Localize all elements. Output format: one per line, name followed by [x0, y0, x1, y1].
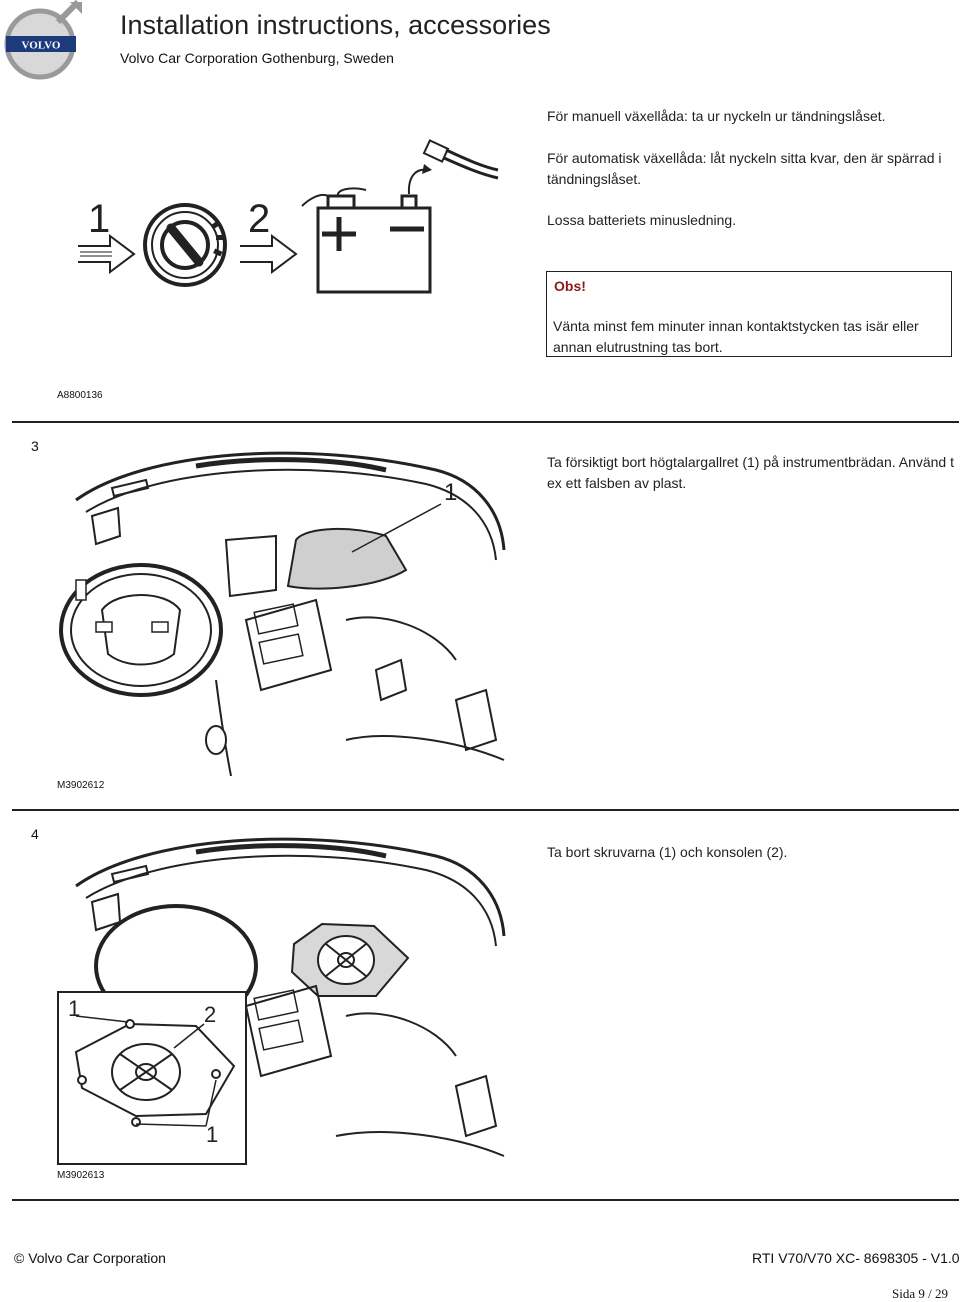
inset-bracket-label: 2 — [204, 1002, 216, 1027]
step-4-instruction: Ta bort skruvarna (1) och konsolen (2). — [547, 844, 788, 860]
section-divider — [12, 421, 959, 423]
note-title: Obs! — [554, 278, 586, 294]
inset-screw-label-bottom: 1 — [206, 1122, 218, 1147]
volvo-logo: VOLVO — [0, 0, 84, 84]
footer-divider — [12, 1199, 959, 1201]
step-3-instruction: Ta försiktigt bort högtalargallret (1) p… — [547, 454, 954, 491]
footer-document-ref: RTI V70/V70 XC- 8698305 - V1.0 — [752, 1250, 960, 1266]
figure-code-a8800136: A8800136 — [57, 390, 103, 401]
step-number-4: 4 — [31, 826, 39, 842]
figure-label-1: 1 — [88, 197, 110, 241]
instruction-automatic-gearbox: För automatisk växellåda: låt nyckeln si… — [547, 150, 942, 187]
inset-screw-label-top: 1 — [68, 996, 80, 1021]
speaker-grille-label: 1 — [444, 479, 457, 506]
footer-page-number: Sida 9 / 29 — [892, 1286, 948, 1301]
section-divider — [12, 809, 959, 811]
dashboard-speaker-grille-illustration: 1 — [56, 440, 506, 777]
figure-code-m3902613: M3902613 — [57, 1170, 105, 1181]
note-text: Vänta minst fem minuter innan kontaktsty… — [553, 318, 919, 355]
document-title: Installation instructions, accessories — [120, 10, 551, 40]
note-box — [546, 271, 952, 357]
battery-illustration: 1 2 — [70, 130, 510, 310]
document-subtitle: Volvo Car Corporation Gothenburg, Sweden — [120, 50, 394, 66]
instruction-disconnect-battery: Lossa batteriets minusledning. — [547, 212, 737, 228]
svg-text:VOLVO: VOLVO — [22, 40, 61, 52]
dashboard-speaker-bracket-illustration: 1 2 1 — [56, 826, 506, 1166]
instruction-manual-gearbox: För manuell växellåda: ta ur nyckeln ur … — [547, 108, 886, 124]
figure-code-m3902612: M3902612 — [57, 780, 105, 791]
footer-copyright: © Volvo Car Corporation — [14, 1250, 166, 1266]
step-number-3: 3 — [31, 438, 39, 454]
figure-label-2: 2 — [248, 197, 270, 241]
